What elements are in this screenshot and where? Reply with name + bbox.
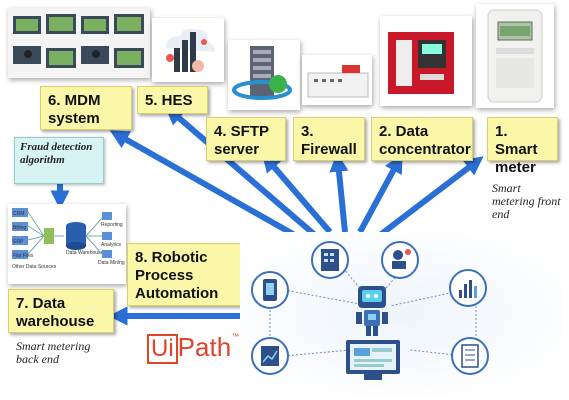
fraud-detection-box: Fraud detection algorithm <box>14 137 104 184</box>
source-crm: CRM <box>13 211 24 217</box>
label-sftp-server: 4. SFTP server <box>206 117 286 161</box>
output-data-mining: Data Mining <box>98 260 125 266</box>
rpa-icon-checklist <box>451 337 489 375</box>
arrow-to-mdm <box>109 130 302 241</box>
arrow-to-firewall <box>329 152 349 233</box>
output-reporting: Reporting <box>101 222 123 228</box>
rpa-icon-calculator <box>311 241 349 279</box>
smart-meter-photo <box>476 4 554 108</box>
uipath-ui-box: Ui <box>147 334 178 364</box>
warehouse-sources: CRM Billing ERP Flat Files <box>12 208 34 259</box>
uipath-path-text: Path <box>177 332 232 362</box>
note-smart-metering-front-end: Smart metering front end <box>492 181 561 221</box>
rpa-monitor-icon <box>346 340 400 380</box>
sftp-server-photo <box>228 40 300 110</box>
warehouse-center-label: Data Warehouse <box>66 250 104 256</box>
source-erp: ERP <box>13 239 24 245</box>
warehouse-footer: Other Data Sources <box>12 264 57 270</box>
rpa-icon-tablet <box>251 271 289 309</box>
arrow-to-concentrator <box>357 153 403 234</box>
uipath-tm: ™ <box>231 332 240 341</box>
fraud-detection-label: Fraud detection algorithm <box>20 141 93 166</box>
output-analytics: Analytics <box>101 242 122 248</box>
arrow-to-sftp <box>261 152 333 234</box>
label-mdm-system: 6. MDM system <box>40 86 132 130</box>
label-rpa: 8. Robotic Process Automation <box>127 243 243 306</box>
note-smart-metering-back-end: Smart metering back end <box>16 339 91 366</box>
label-smart-meter: 1. Smart meter <box>487 117 558 176</box>
arrow-to-smart-meter <box>378 156 484 238</box>
rpa-icon-report <box>251 337 289 375</box>
rpa-icon-chart <box>449 269 487 307</box>
arrow-to-hes <box>164 105 317 238</box>
rpa-automation-panel <box>240 232 562 394</box>
data-concentrator-photo <box>380 16 472 106</box>
label-data-concentrator: 2. Data concentrator <box>371 117 473 161</box>
label-hes: 5. HES <box>137 86 208 114</box>
etl-block <box>44 228 54 244</box>
label-firewall: 3. Firewall <box>293 117 365 161</box>
data-warehouse-diagram: CRM Billing ERP Flat Files Data Warehous… <box>8 204 126 284</box>
rpa-robot-icon <box>356 286 388 336</box>
source-billing: Billing <box>13 225 27 231</box>
firewall-device-photo <box>302 55 372 105</box>
source-flat-files: Flat Files <box>13 253 34 259</box>
label-data-warehouse: 7. Data warehouse <box>8 289 114 333</box>
rpa-icon-presenter <box>381 241 419 279</box>
mdm-dashboard-photo <box>8 8 150 78</box>
hes-cloud-photo <box>152 18 224 82</box>
